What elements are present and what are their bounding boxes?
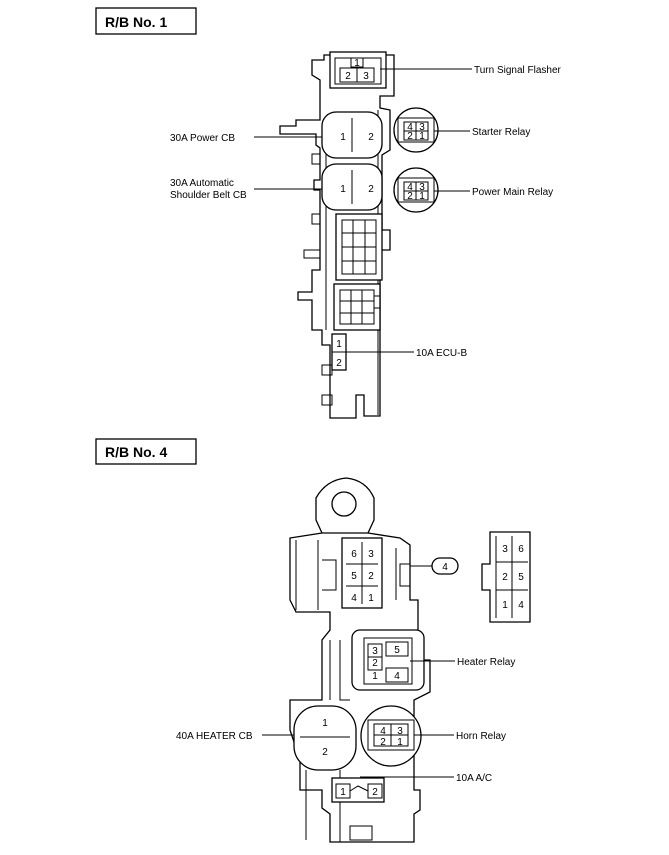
label-starter-relay: Starter Relay: [472, 127, 530, 138]
rb4-block: [289, 532, 431, 843]
block-pin-5: 5: [351, 571, 357, 582]
ecu-b-fuse: 1 2: [331, 333, 347, 371]
rb1-block: [279, 54, 395, 419]
turn-signal-flasher-relay: 1 2 3: [329, 51, 387, 89]
heater-cb-pin-2: 2: [322, 747, 328, 758]
block-pin-4: 4: [351, 593, 357, 604]
heater-cb: 1 2: [293, 705, 357, 771]
rb4-six-pin-block: 6 3 5 2 4 1: [341, 537, 383, 609]
power-main-pin-2: 2: [407, 191, 413, 202]
block-pin-2: 2: [368, 571, 374, 582]
heater-pin-5: 5: [394, 645, 400, 656]
label-ecu-b: 10A ECU-B: [416, 348, 467, 359]
starter-pin-1: 1: [419, 131, 425, 142]
starter-pin-4: 4: [407, 122, 413, 133]
auto-belt-cb: 1 2: [321, 163, 383, 211]
rb4-title-text: R/B No. 4: [105, 444, 167, 460]
ext-pin-1: 1: [502, 600, 508, 611]
block-pin-3: 3: [368, 549, 374, 560]
rb1-connector-lower: [333, 283, 381, 331]
power-main-pin-4: 4: [407, 182, 413, 193]
ac-fuse: 1 2: [331, 777, 385, 803]
ecu-b-pin-1: 1: [336, 339, 342, 350]
starter-pin-2: 2: [407, 131, 413, 142]
rb1-title: R/B No. 1: [95, 7, 197, 35]
ext-pin-2: 2: [502, 572, 508, 583]
ext-pin-3: 3: [502, 544, 508, 555]
heater-pin-3: 3: [372, 646, 378, 657]
ext-pin-4: 4: [518, 600, 524, 611]
power-cb: 1 2: [321, 111, 383, 159]
ext-pin-6: 6: [518, 544, 524, 555]
ac-pin-1: 1: [340, 787, 346, 798]
power-cb-pin-1: 1: [340, 132, 346, 143]
flasher-pin-2: 2: [345, 71, 351, 82]
label-turn-signal-flasher: Turn Signal Flasher: [474, 65, 562, 76]
rb4-mount-tab: [315, 477, 375, 534]
heater-pin-4: 4: [394, 671, 400, 682]
flasher-pin-1: 1: [354, 58, 360, 69]
label-power-main-relay: Power Main Relay: [472, 187, 553, 198]
flasher-pin-3: 3: [363, 71, 369, 82]
label-horn-relay: Horn Relay: [456, 731, 506, 742]
heater-pin-1: 1: [372, 671, 378, 682]
power-main-relay: 4 3 2 1: [393, 167, 439, 213]
connector-tag-text: 4: [442, 562, 448, 573]
block-pin-6: 6: [351, 549, 357, 560]
label-heater-cb: 40A HEATER CB: [176, 731, 253, 742]
rb1-title-text: R/B No. 1: [105, 14, 167, 30]
horn-relay: 4 3 2 1: [360, 705, 422, 767]
starter-relay: 4 3 2 1: [393, 107, 439, 153]
heater-cb-pin-1: 1: [322, 718, 328, 729]
connector-tag: 4: [410, 557, 459, 575]
horn-pin-4: 4: [380, 726, 386, 737]
heater-pin-2: 2: [372, 658, 378, 669]
ac-pin-2: 2: [372, 787, 378, 798]
rb4-external-connector: 3 6 2 5 1 4: [481, 531, 531, 623]
rb4-title: R/B No. 4: [95, 438, 197, 465]
horn-pin-1: 1: [397, 737, 403, 748]
heater-relay: 3 2 1 5 4: [351, 629, 425, 691]
belt-cb-pin-1: 1: [340, 184, 346, 195]
label-belt-cb-line2: Shoulder Belt CB: [170, 190, 247, 201]
power-main-pin-3: 3: [419, 182, 425, 193]
power-main-pin-1: 1: [419, 191, 425, 202]
ecu-b-pin-2: 2: [336, 358, 342, 369]
label-belt-cb-line1: 30A Automatic: [170, 178, 234, 189]
label-power-cb: 30A Power CB: [170, 133, 235, 144]
horn-pin-2: 2: [380, 737, 386, 748]
label-heater-relay: Heater Relay: [457, 657, 515, 668]
power-cb-pin-2: 2: [368, 132, 374, 143]
horn-pin-3: 3: [397, 726, 403, 737]
starter-pin-3: 3: [419, 122, 425, 133]
ext-pin-5: 5: [518, 572, 524, 583]
rb1-connector-upper: [335, 213, 383, 281]
belt-cb-pin-2: 2: [368, 184, 374, 195]
block-pin-1: 1: [368, 593, 374, 604]
label-ac: 10A A/C: [456, 773, 492, 784]
